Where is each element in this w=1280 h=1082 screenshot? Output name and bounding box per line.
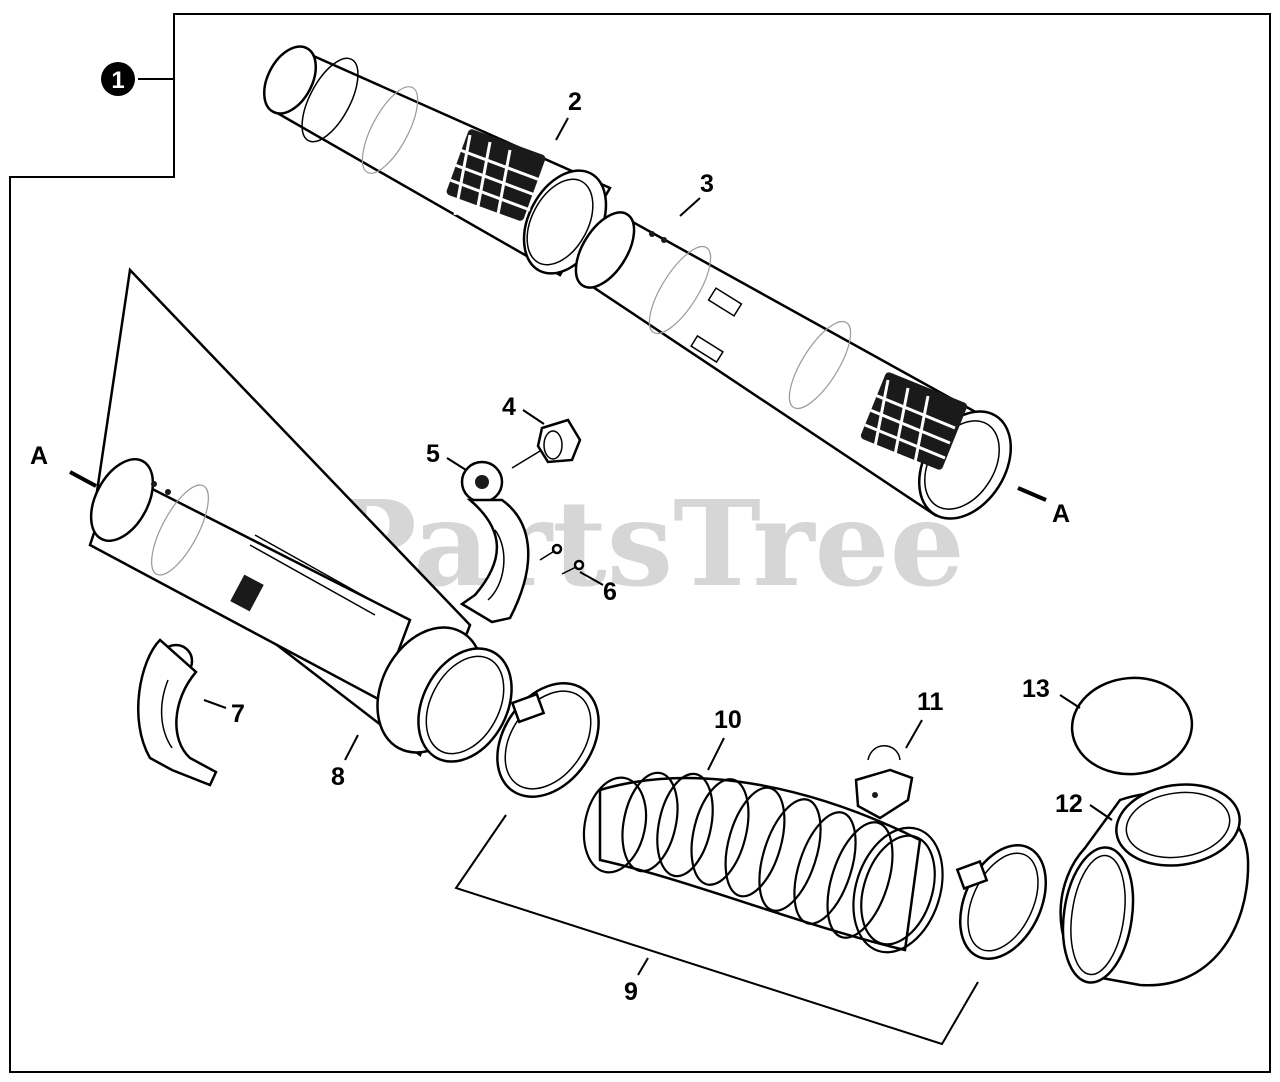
callout-9: 9: [624, 978, 638, 1006]
part-5-bracket: [459, 460, 530, 624]
leader-lines: [203, 117, 1113, 1046]
callout-13: 13: [1022, 675, 1050, 703]
diagram-frame: [9, 13, 1271, 1073]
callout-2: 2: [568, 88, 582, 116]
break-marker-right-line: [1017, 486, 1047, 502]
part-12-elbow: [1059, 783, 1250, 987]
part-11-clip: [854, 745, 914, 820]
callout-10: 10: [714, 706, 742, 734]
callout-8: 8: [331, 763, 345, 791]
part-3-grille: [860, 372, 968, 479]
break-label-right: A: [1052, 500, 1070, 528]
filled-circle-number-icon: [101, 62, 135, 96]
break-marker-left-line: [69, 470, 97, 488]
assembly-marker-label: 1: [111, 67, 124, 94]
callout-7: 7: [231, 700, 245, 728]
callout-6: 6: [603, 578, 617, 606]
assembly-marker: 1: [101, 62, 174, 96]
callout-4: 4: [502, 393, 516, 421]
part-3-middle-tube: [574, 211, 1013, 520]
part-4-knob: [511, 418, 582, 469]
part-8-lower-tube: [88, 267, 513, 763]
hose-clamp-left: [496, 682, 600, 798]
part-13-o-ring: [1070, 676, 1194, 776]
break-label-left: A: [30, 442, 48, 470]
part-6-screws: [539, 543, 585, 575]
hose-clamp-right: [955, 844, 1048, 960]
callout-labels: 2 3 4 5 6 7 8 9 10 11 12 13: [231, 88, 1083, 1006]
callout-12: 12: [1055, 790, 1083, 818]
part-7-handle-clamp: [137, 638, 218, 787]
part-2-upper-tube: [263, 45, 612, 277]
part-2-grille: [446, 129, 546, 231]
callout-5: 5: [426, 440, 440, 468]
callout-3: 3: [700, 170, 714, 198]
callout-11: 11: [917, 688, 944, 716]
part-10-flex-hose: [582, 771, 944, 954]
